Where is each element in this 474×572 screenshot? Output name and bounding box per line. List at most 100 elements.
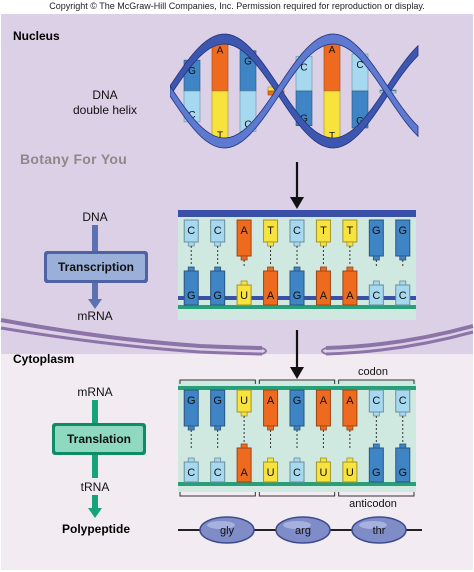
- codon-bracket: [179, 379, 256, 384]
- mrna-base: C: [395, 280, 411, 306]
- codon-base-letter: A: [267, 395, 275, 407]
- codon-base: G: [289, 389, 305, 431]
- transcription-label: Transcription: [47, 254, 145, 280]
- svg-text:A: A: [329, 45, 336, 56]
- mrna-base: A: [315, 266, 331, 306]
- mrna-base: A: [342, 266, 358, 306]
- anticodon-base: C: [183, 457, 199, 483]
- template-base: C: [183, 219, 199, 247]
- mrna-base: C: [368, 280, 384, 306]
- svg-text:G: G: [300, 114, 308, 125]
- mrna-base: G: [210, 266, 226, 306]
- svg-text:C: C: [244, 119, 251, 130]
- anticodon-bracket: [179, 492, 256, 497]
- template-base: G: [395, 219, 411, 261]
- arrow-helix-to-transcription: [290, 162, 304, 209]
- anticodon-base: C: [289, 457, 305, 483]
- dna-helix-label: DNA: [92, 88, 118, 102]
- mrna-backbone: [178, 305, 416, 309]
- dna-backbone-top: [178, 210, 416, 217]
- template-base-letter: C: [187, 225, 195, 237]
- mrna-base: G: [183, 266, 199, 306]
- anticodon-base-letter: C: [293, 467, 301, 479]
- anticodon-bracket: [338, 492, 415, 497]
- template-base-letter: T: [320, 225, 327, 237]
- template-base: T: [263, 219, 279, 247]
- transcription-input-label: DNA: [82, 210, 108, 224]
- amino-acid-label: arg: [295, 525, 311, 537]
- codon-base-letter: A: [320, 395, 328, 407]
- svg-text:G: G: [244, 57, 252, 68]
- transcription-box: Transcription: [44, 251, 148, 283]
- mrna-base-letter: C: [399, 290, 407, 302]
- anticodon-base-letter: U: [319, 467, 327, 479]
- anticodon-base-letter: C: [187, 467, 195, 479]
- mrna-base-letter: A: [346, 290, 354, 302]
- translation-panel: G C G C U A A U G C A U A U C G C G: [178, 379, 416, 497]
- codon-base-letter: C: [372, 395, 380, 407]
- template-base: A: [236, 219, 252, 261]
- codon-base-letter: G: [293, 395, 302, 407]
- anticodon-base: A: [236, 443, 252, 483]
- codon-bracket: [258, 379, 336, 384]
- codon-base-letter: A: [346, 395, 354, 407]
- mrna-base-letter: C: [372, 290, 380, 302]
- helix-strand-front: [170, 33, 419, 149]
- template-base-letter: G: [372, 225, 381, 237]
- svg-text:C: C: [188, 110, 195, 121]
- svg-text:G: G: [188, 66, 196, 77]
- mrna-base-letter: A: [320, 290, 328, 302]
- template-base-letter: C: [214, 225, 222, 237]
- svg-text:C: C: [300, 62, 307, 73]
- amino-acid-label: gly: [220, 525, 235, 537]
- svg-text:C: C: [356, 60, 363, 71]
- svg-text:T: T: [217, 131, 223, 142]
- codon-base: G: [210, 389, 226, 431]
- codon-base-letter: G: [187, 395, 196, 407]
- anticodon-base-letter: A: [240, 467, 248, 479]
- helix-base-pair: GC: [239, 50, 257, 132]
- mrna-base: U: [236, 280, 252, 306]
- translation-label: Translation: [55, 426, 143, 452]
- codon-base: C: [395, 389, 411, 417]
- mrna-base-letter: A: [267, 290, 275, 302]
- anticodon-bracket: [258, 492, 336, 497]
- trna-backbone: [178, 482, 416, 486]
- template-base-letter: T: [347, 225, 354, 237]
- anticodon-base: U: [263, 457, 279, 483]
- anticodon-base: U: [342, 457, 358, 483]
- svg-text:G: G: [356, 116, 364, 127]
- anticodon-base: G: [368, 443, 384, 483]
- template-base: G: [368, 219, 384, 261]
- translation-trna-label: tRNA: [80, 480, 110, 494]
- amino-acid: thr: [351, 516, 407, 544]
- template-base-letter: T: [267, 225, 274, 237]
- dna-helix-sublabel: double helix: [72, 103, 138, 117]
- transcription-output-label: mRNA: [77, 309, 113, 323]
- anticodon-base-letter: G: [372, 467, 381, 479]
- anticodon-base-letter: U: [267, 467, 275, 479]
- codon-base: A: [342, 389, 358, 431]
- mrna-base-letter: G: [187, 290, 196, 302]
- mrna-base: G: [289, 266, 305, 306]
- codon-base-letter: G: [213, 395, 222, 407]
- watermark: Botany For You: [20, 151, 128, 167]
- codon-base-letter: U: [240, 395, 248, 407]
- template-base: T: [315, 219, 331, 247]
- anticodon-base-letter: C: [214, 467, 222, 479]
- mrna-base: A: [263, 266, 279, 306]
- nucleus-label: Nucleus: [13, 29, 60, 43]
- anticodon-base: G: [395, 443, 411, 483]
- helix-base-pair: AT: [211, 39, 229, 143]
- anticodon-base-letter: G: [398, 467, 407, 479]
- anticodon-base: U: [315, 457, 331, 483]
- svg-text:T: T: [329, 131, 335, 142]
- translation-box: Translation: [52, 423, 146, 455]
- amino-acid-label: thr: [373, 525, 386, 537]
- polypeptide-chain: gly arg thr: [178, 516, 422, 544]
- mrna-base-letter: G: [293, 290, 302, 302]
- copyright-notice: Copyright © The McGraw-Hill Companies, I…: [0, 0, 474, 14]
- template-base-letter: C: [293, 225, 301, 237]
